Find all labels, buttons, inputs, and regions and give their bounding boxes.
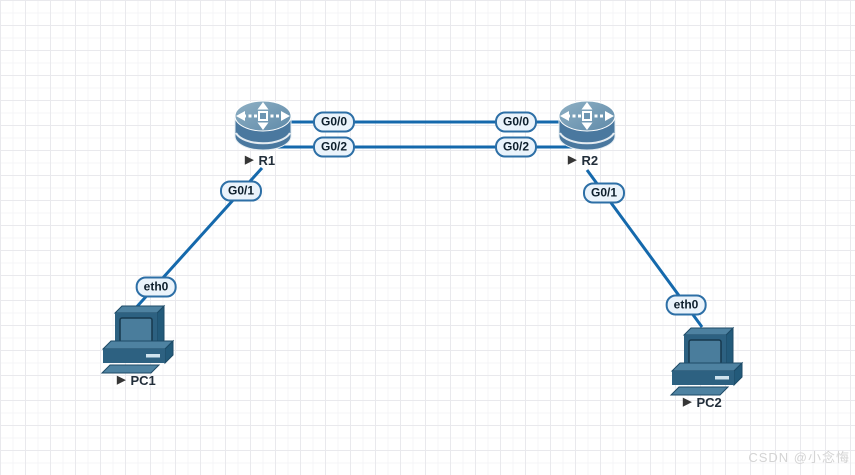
port-label-r1-g0-1: G0/1	[219, 180, 263, 202]
watermark: CSDN @小念悔	[748, 450, 850, 465]
node-marker-icon: ▶	[568, 154, 577, 166]
node-label-text: PC1	[130, 373, 156, 388]
port-label-r1-g0-2: G0/2	[312, 136, 356, 158]
node-marker-icon: ▶	[683, 396, 692, 408]
node-marker-icon: ▶	[117, 374, 126, 386]
node-label-text: R2	[581, 153, 599, 168]
node-label-text: R1	[258, 153, 276, 168]
router-r1-icon[interactable]	[233, 99, 293, 152]
node-marker-icon: ▶	[245, 154, 254, 166]
node-label-r2: ▶ R2	[568, 153, 598, 168]
node-label-text: PC2	[696, 395, 722, 410]
router-r2-icon[interactable]	[557, 99, 617, 152]
pc2-icon[interactable]	[670, 327, 743, 396]
port-label-pc1-eth0: eth0	[135, 276, 177, 298]
port-label-r2-g0-1: G0/1	[582, 182, 626, 204]
port-label-r2-g0-2: G0/2	[494, 136, 538, 158]
port-label-r1-g0-0: G0/0	[312, 111, 356, 133]
port-label-r2-g0-0: G0/0	[494, 111, 538, 133]
node-label-pc2: ▶ PC2	[683, 395, 722, 410]
port-label-pc2-eth0: eth0	[665, 294, 707, 316]
pc1-icon[interactable]	[101, 305, 174, 374]
node-label-pc1: ▶ PC1	[117, 373, 156, 388]
node-label-r1: ▶ R1	[245, 153, 275, 168]
